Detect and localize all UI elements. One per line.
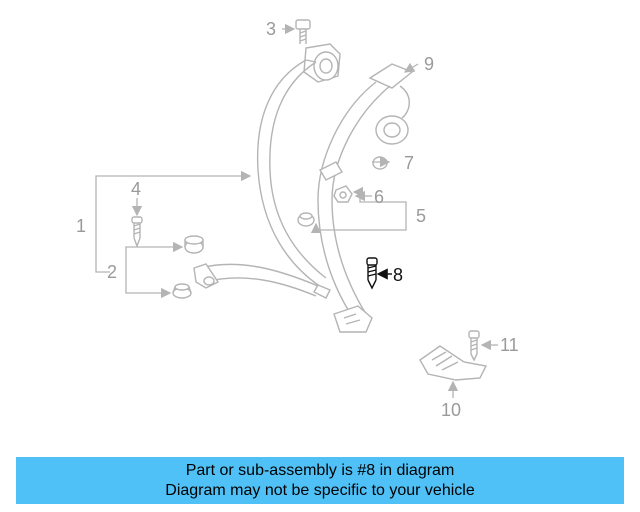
- upper-anchor: [303, 43, 341, 83]
- callout-11: 11: [500, 335, 519, 355]
- lower-belt-strap: [193, 263, 319, 297]
- callout-1: 1: [76, 216, 86, 236]
- callout-4: 4: [131, 179, 141, 199]
- screw-part-4: [131, 216, 143, 248]
- bolt-part-11: [468, 330, 480, 362]
- callout-6: 6: [374, 187, 384, 207]
- button-lower: [172, 283, 192, 299]
- banner-line-1: Part or sub-assembly is #8 in diagram: [185, 461, 455, 479]
- banner-line-2: Diagram may not be specific to your vehi…: [165, 481, 475, 499]
- button-upper: [184, 235, 204, 254]
- leader-lines: [95, 23, 498, 398]
- bracket-part-10: [419, 345, 488, 381]
- button-part-7: [372, 156, 388, 170]
- callout-2: 2: [107, 262, 117, 282]
- callout-7: 7: [404, 153, 414, 173]
- callout-9: 9: [424, 54, 434, 74]
- front-belt-webbing: [256, 59, 331, 299]
- callout-10: 10: [441, 400, 461, 420]
- info-banner: Part or sub-assembly is #8 in diagram Di…: [16, 457, 624, 504]
- parts-diagram: 3 9 7 4 6 5 1 8 2 11 10: [76, 19, 519, 420]
- bolt-part-3: [295, 19, 311, 44]
- callout-5: 5: [416, 206, 426, 226]
- rear-belt-assembly: [317, 63, 414, 333]
- callout-8: 8: [393, 265, 403, 285]
- button-part-5: [297, 212, 315, 227]
- callout-3: 3: [266, 19, 276, 39]
- nut-part-6: [333, 185, 353, 203]
- screw-part-8: [366, 257, 378, 290]
